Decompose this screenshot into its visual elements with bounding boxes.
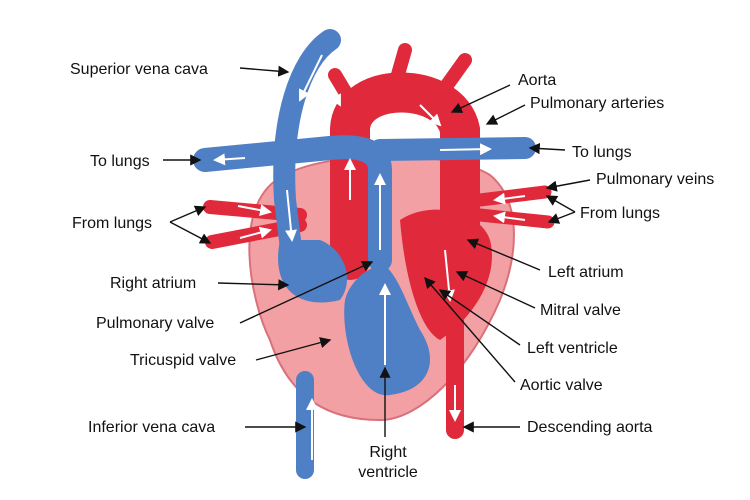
label-from-lungs-left: From lungs <box>72 215 152 232</box>
label-inferior-vena-cava: Inferior vena cava <box>88 419 215 436</box>
label-to-lungs-left: To lungs <box>90 153 150 170</box>
label-superior-vena-cava: Superior vena cava <box>70 61 208 78</box>
label-mitral-valve: Mitral valve <box>540 302 621 319</box>
label-aortic-valve: Aortic valve <box>520 377 603 394</box>
label-pulmonary-veins: Pulmonary veins <box>596 171 714 188</box>
label-aorta: Aorta <box>518 72 556 89</box>
label-to-lungs-right: To lungs <box>572 144 632 161</box>
label-pulmonary-arteries: Pulmonary arteries <box>530 95 664 112</box>
label-left-atrium: Left atrium <box>548 264 624 281</box>
label-descending-aorta: Descending aorta <box>527 419 653 436</box>
label-from-lungs-right: From lungs <box>580 205 660 222</box>
label-pulmonary-valve: Pulmonary valve <box>96 315 214 332</box>
label-right-ventricle-line2: ventricle <box>358 464 418 481</box>
right-ventricle <box>344 265 430 396</box>
label-leaders <box>163 65 591 437</box>
label-left-ventricle: Left ventricle <box>527 340 618 357</box>
label-right-ventricle-line1: Right <box>369 444 407 461</box>
blood-flow-arrows <box>213 54 526 460</box>
label-tricuspid-valve: Tricuspid valve <box>130 352 236 369</box>
right-atrium <box>278 240 348 303</box>
label-right-atrium: Right atrium <box>110 275 196 292</box>
